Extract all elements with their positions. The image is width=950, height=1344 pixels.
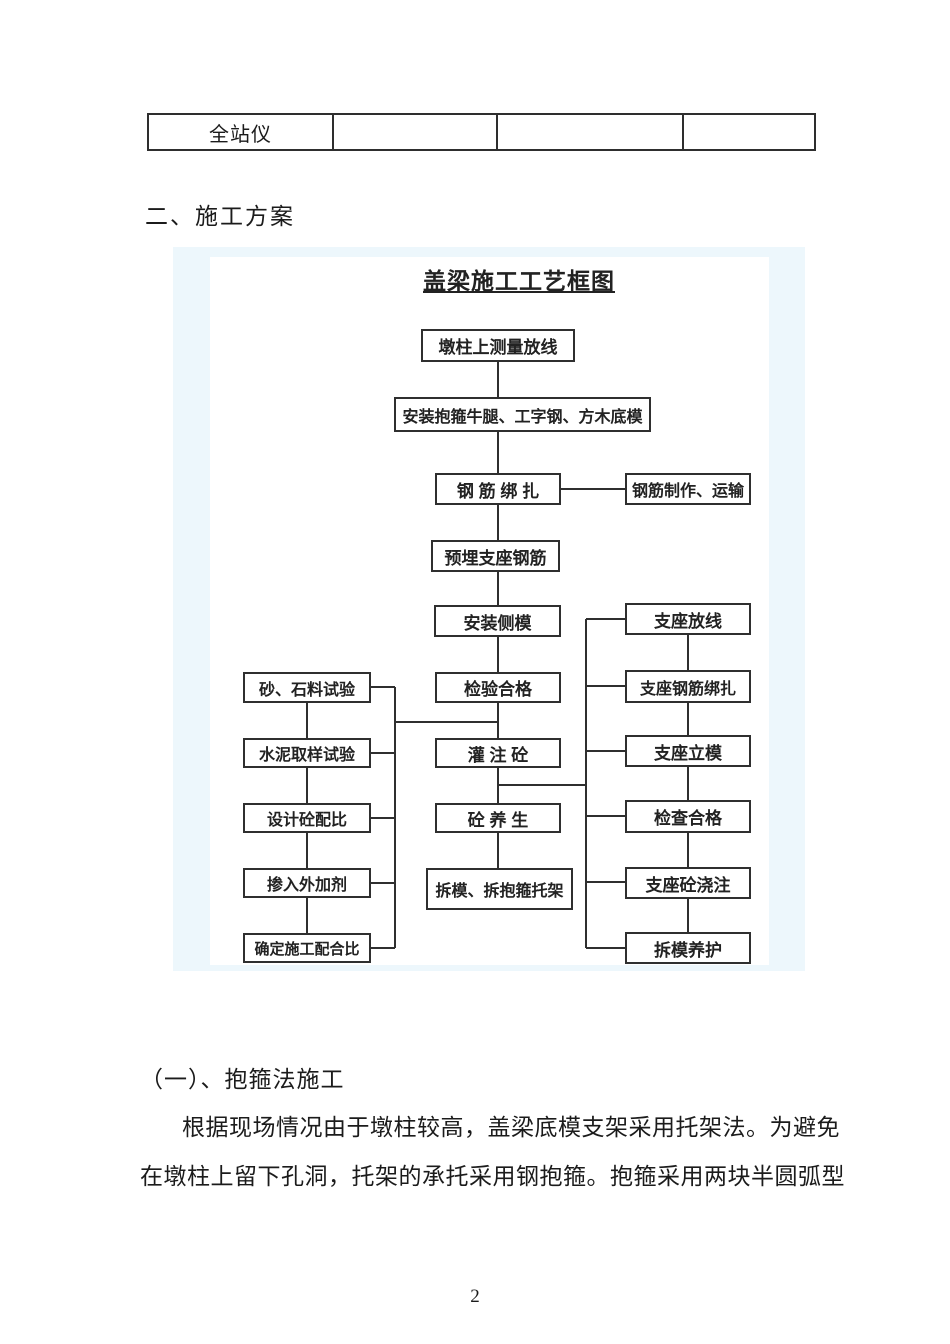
node-cement-sampling-test: 水泥取样试验 — [243, 738, 371, 768]
node-design-mix-ratio: 设计砼配比 — [243, 803, 371, 833]
paragraph-line-1: 根据现场情况由于墩柱较高，盖梁底模支架采用托架法。为避免 — [182, 1115, 840, 1140]
section-heading: 二、施工方案 — [145, 204, 295, 229]
flowchart-connectors — [306, 362, 689, 949]
node-bearing-layout: 支座放线 — [625, 603, 751, 635]
node-pier-survey: 墩柱上测量放线 — [421, 329, 575, 362]
table-cell-empty-2 — [496, 113, 684, 151]
node-bearing-formwork: 支座立模 — [625, 735, 751, 767]
paragraph-line-2: 在墩柱上留下孔洞，托架的承托采用钢抱箍。抱箍采用两块半圆弧型 — [140, 1164, 845, 1189]
flowchart-image: 盖梁施工工艺框图 墩柱上测量放线 安装抱箍牛腿、工字钢、方木底模 钢 筋 绑 扎… — [173, 247, 805, 971]
node-confirm-mix-ratio: 确定施工配合比 — [243, 933, 371, 963]
table-cell-empty-1 — [332, 113, 498, 151]
page-number: 2 — [470, 1286, 480, 1307]
node-remove-forms-bracket: 拆模、拆抱箍托架 — [426, 868, 573, 910]
node-bearing-inspection: 检查合格 — [625, 800, 751, 833]
node-sand-stone-test: 砂、石料试验 — [243, 672, 371, 703]
node-rebar-tying: 钢 筋 绑 扎 — [435, 473, 561, 505]
table-cell-instrument: 全站仪 — [147, 113, 334, 151]
node-pour-concrete: 灌 注 砼 — [435, 738, 561, 768]
node-bearing-concrete-pour: 支座砼浇注 — [625, 867, 751, 899]
node-bearing-form-removal: 拆模养护 — [625, 932, 751, 964]
table-row: 全站仪 — [147, 113, 816, 151]
node-embed-bearing-rebar: 预埋支座钢筋 — [431, 540, 560, 572]
node-bearing-rebar-tying: 支座钢筋绑扎 — [625, 670, 751, 703]
node-rebar-fabrication: 钢筋制作、运输 — [625, 473, 751, 505]
node-install-hoop-bracket: 安装抱箍牛腿、工字钢、方木底模 — [394, 397, 651, 432]
subsection-heading: （一）、抱箍法施工 — [140, 1067, 345, 1092]
node-install-side-form: 安装侧模 — [434, 605, 561, 637]
node-inspection-pass: 检验合格 — [435, 672, 561, 703]
table-cell-empty-3 — [682, 113, 816, 151]
flowchart-title: 盖梁施工工艺框图 — [423, 268, 615, 294]
equipment-table: 全站仪 — [147, 113, 816, 151]
node-concrete-curing: 砼 养 生 — [435, 803, 561, 833]
node-add-admixture: 掺入外加剂 — [243, 868, 371, 898]
